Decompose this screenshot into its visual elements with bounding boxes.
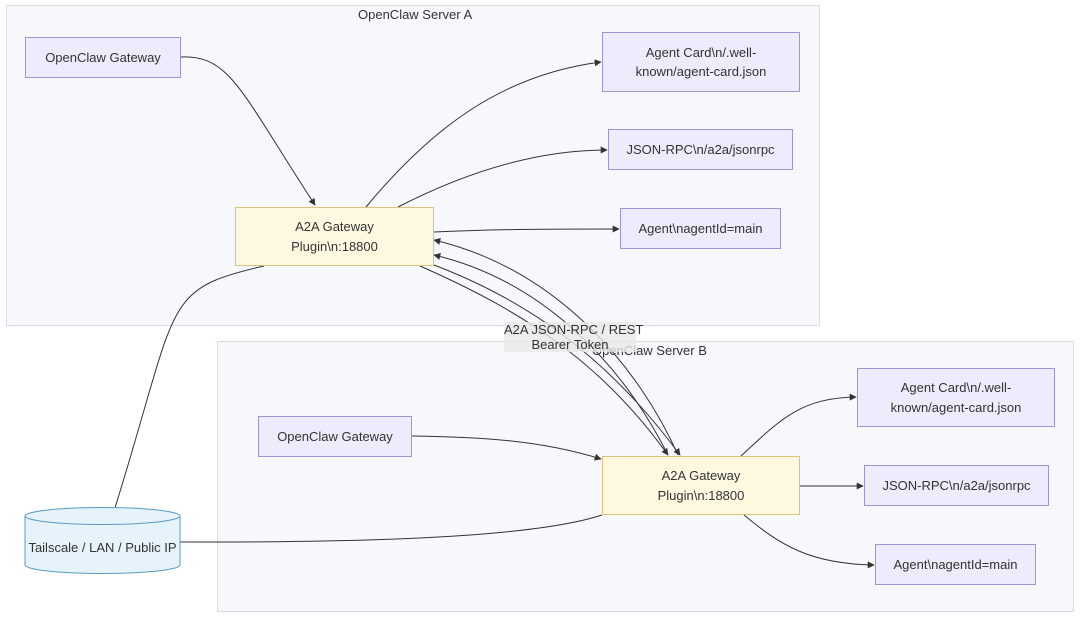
server-a-a2a-gateway[interactable]: A2A Gateway Plugin\n:18800 <box>235 207 434 266</box>
server-a-openclaw-gateway[interactable]: OpenClaw Gateway <box>25 37 181 78</box>
server-a-openclaw-gateway-label: OpenClaw Gateway <box>45 49 161 65</box>
server-b-agent-label: Agent\nagentId=main <box>893 556 1018 572</box>
server-b-openclaw-gateway-label: OpenClaw Gateway <box>277 428 393 444</box>
server-a-jsonrpc[interactable]: JSON-RPC\n/a2a/jsonrpc <box>608 129 793 170</box>
server-a-agent-card[interactable]: Agent Card\n/.well- known/agent-card.jso… <box>602 32 800 92</box>
server-b-a2a-gateway-line2: Plugin\n:18800 <box>657 487 745 503</box>
edge-label-line1: A2A JSON-RPC / REST <box>504 322 644 337</box>
network-cylinder-shape[interactable] <box>24 507 181 575</box>
server-a-jsonrpc-label: JSON-RPC\n/a2a/jsonrpc <box>626 141 775 157</box>
server-b-jsonrpc[interactable]: JSON-RPC\n/a2a/jsonrpc <box>864 465 1049 506</box>
server-a-a2a-gateway-line2: Plugin\n:18800 <box>291 238 378 254</box>
cluster-server-a-title: OpenClaw Server A <box>358 7 473 22</box>
server-a-a2a-gateway-line1: A2A Gateway <box>295 219 374 234</box>
edge-label-line2: Bearer Token <box>531 337 609 352</box>
server-b-agent-card-line1: Agent Card\n/.well- <box>900 380 1012 395</box>
server-b-jsonrpc-label: JSON-RPC\n/a2a/jsonrpc <box>882 477 1031 493</box>
server-a-agent[interactable]: Agent\nagentId=main <box>620 208 781 249</box>
server-b-a2a-gateway[interactable]: A2A Gateway Plugin\n:18800 <box>602 456 800 515</box>
server-a-agent-card-line2: known/agent-card.json <box>635 64 767 79</box>
server-b-agent[interactable]: Agent\nagentId=main <box>875 544 1036 585</box>
network-label: Tailscale / LAN / Public IP <box>28 540 177 555</box>
server-b-agent-card[interactable]: Agent Card\n/.well- known/agent-card.jso… <box>857 368 1055 427</box>
cross-server-edge-label: A2A JSON-RPC / REST Bearer Token <box>504 322 644 352</box>
server-a-agent-label: Agent\nagentId=main <box>638 220 763 236</box>
server-b-a2a-gateway-line1: A2A Gateway <box>661 468 741 483</box>
server-b-agent-card-line2: known/agent-card.json <box>890 399 1022 415</box>
server-b-openclaw-gateway[interactable]: OpenClaw Gateway <box>258 416 412 457</box>
server-a-agent-card-line1: Agent Card\n/.well- <box>645 44 757 60</box>
